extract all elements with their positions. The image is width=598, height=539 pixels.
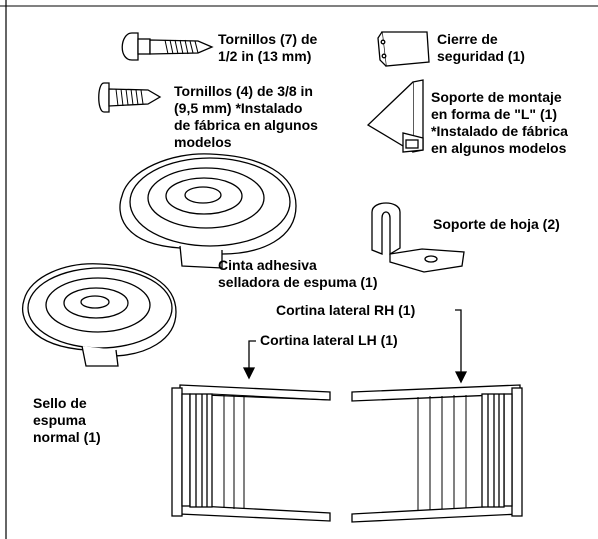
screws-3-8-inch-label-line4: modelos <box>174 134 232 150</box>
foam-seal-label-line2: espuma <box>33 412 86 428</box>
screws-half-inch-label-line2: 1/2 in (13 mm) <box>218 48 312 64</box>
side-curtain-rh-label-line1: Cortina lateral RH (1) <box>276 302 416 318</box>
foam-seal-roll-icon <box>22 263 177 367</box>
side-curtain-lh-icon <box>171 384 331 522</box>
screws-3-8-inch-label: Tornillos (4) de 3/8 in (9,5 mm) *Instal… <box>174 83 318 151</box>
screws-3-8-inch-label-line3: de fábrica en algunos <box>174 117 318 133</box>
lh-curtain-leader-arrow <box>242 340 256 380</box>
l-bracket-label-line2: en forma de "L" (1) <box>431 106 558 122</box>
foam-tape-roll-icon <box>119 153 297 269</box>
screws-3-8-inch-label-line1: Tornillos (4) de 3/8 in <box>174 83 313 99</box>
safety-latch-icon <box>377 31 430 67</box>
screw-half-inch-icon <box>121 32 214 61</box>
screws-half-inch-label: Tornillos (7) de 1/2 in (13 mm) <box>218 31 317 65</box>
sash-bracket-label-line1: Soporte de hoja (2) <box>433 216 560 232</box>
safety-latch-label: Cierre de seguridad (1) <box>437 31 525 65</box>
l-bracket-label-line3: *Instalado de fábrica <box>431 123 568 139</box>
screw-3-8-inch-icon <box>98 82 162 113</box>
foam-tape-label-line1: Cinta adhesiva <box>218 257 317 273</box>
safety-latch-label-line1: Cierre de <box>437 31 498 47</box>
rh-curtain-leader-arrow <box>454 309 468 384</box>
screws-3-8-inch-label-line2: (9,5 mm) *Instalado <box>174 100 303 116</box>
l-bracket-label-line1: Soporte de montaje <box>431 89 562 105</box>
l-mounting-bracket-icon <box>366 79 424 153</box>
sash-bracket-label: Soporte de hoja (2) <box>433 216 560 233</box>
side-curtain-rh-icon <box>351 384 523 523</box>
foam-seal-label: Sello de espuma normal (1) <box>33 395 101 446</box>
foam-tape-label: Cinta adhesiva selladora de espuma (1) <box>218 257 378 291</box>
foam-seal-label-line1: Sello de <box>33 395 87 411</box>
foam-tape-label-line2: selladora de espuma (1) <box>218 274 378 290</box>
l-bracket-label-line4: en algunos modelos <box>431 140 567 156</box>
side-curtain-lh-label: Cortina lateral LH (1) <box>260 332 398 349</box>
foam-seal-label-line3: normal (1) <box>33 429 101 445</box>
screws-half-inch-label-line1: Tornillos (7) de <box>218 31 318 47</box>
side-curtain-rh-label: Cortina lateral RH (1) <box>276 302 415 319</box>
side-curtain-lh-label-line1: Cortina lateral LH (1) <box>260 332 398 348</box>
safety-latch-label-line2: seguridad (1) <box>437 48 525 64</box>
sash-bracket-icon <box>371 202 465 273</box>
l-bracket-label: Soporte de montaje en forma de "L" (1) *… <box>431 89 568 157</box>
